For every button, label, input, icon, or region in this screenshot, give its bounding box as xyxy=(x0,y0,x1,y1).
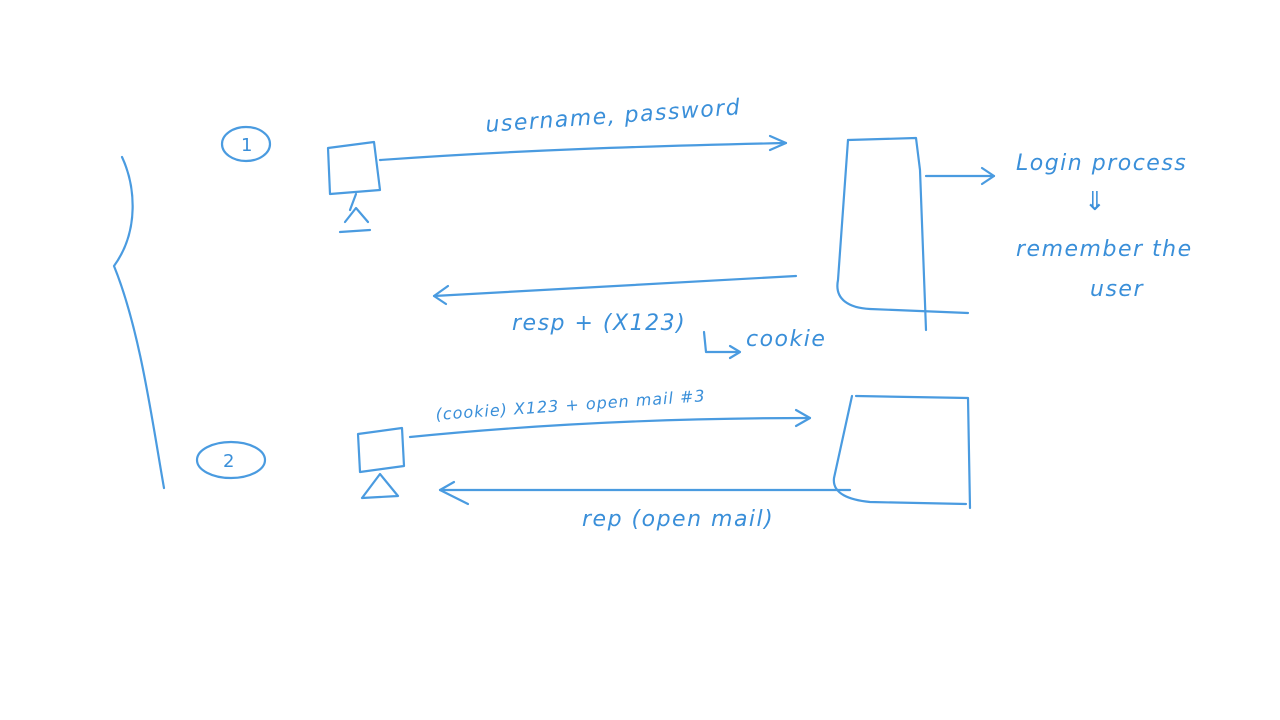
label-login-process: Login process xyxy=(1016,151,1187,176)
label-remember-line2: user xyxy=(1090,277,1144,302)
arrow-response-2 xyxy=(438,480,852,506)
arrow-down-icon: ⇓ xyxy=(1084,187,1106,217)
cookie-callout-arrow xyxy=(702,330,742,360)
step-2-marker: 2 xyxy=(195,440,267,480)
label-remember-line1: remember the xyxy=(1016,237,1193,262)
step-1-marker: 1 xyxy=(220,125,272,163)
label-resp-x123: resp + (X123) xyxy=(512,311,686,336)
label-cookie-request: (cookie) X123 + open mail #3 xyxy=(435,386,706,424)
label-username-password: username, password xyxy=(485,95,742,138)
left-brace xyxy=(112,155,166,490)
server-1-box xyxy=(836,136,970,332)
step-1-number: 1 xyxy=(241,135,252,156)
label-cookie: cookie xyxy=(746,327,826,352)
arrow-request-2 xyxy=(408,408,812,439)
step-2-number: 2 xyxy=(223,451,234,472)
label-response-open-mail: rep (open mail) xyxy=(582,507,774,532)
server-2-box xyxy=(832,394,972,510)
arrow-request-1 xyxy=(378,134,788,162)
arrow-to-login-process xyxy=(924,166,996,186)
arrow-response-1 xyxy=(432,274,798,306)
client-computer-1-icon xyxy=(326,140,382,234)
client-computer-2-icon xyxy=(356,426,406,500)
